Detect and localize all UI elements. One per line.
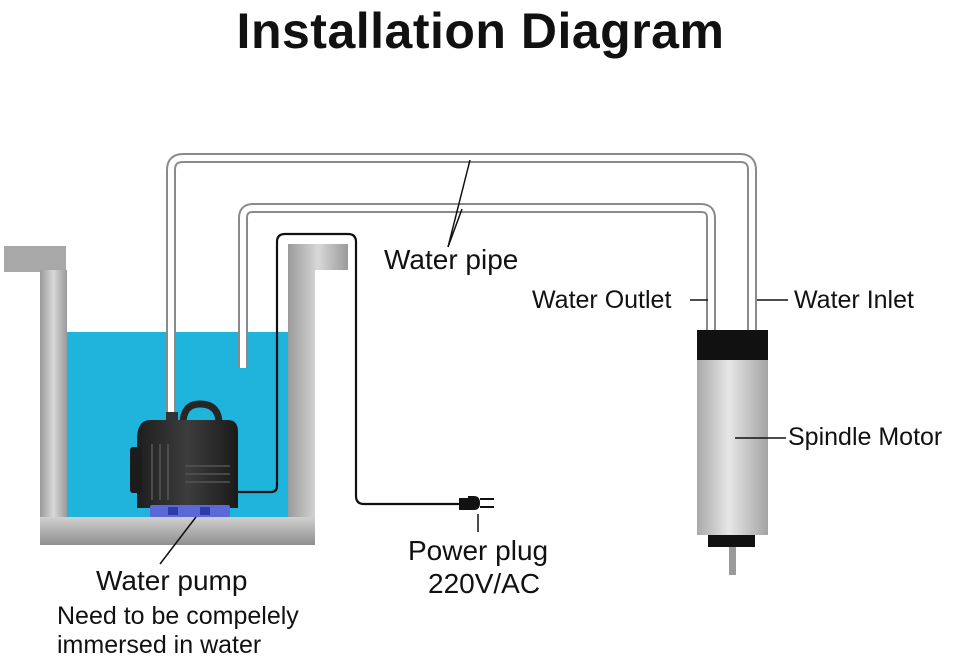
spindle-motor-icon (697, 330, 768, 575)
page-title: Installation Diagram (236, 3, 725, 59)
water-pipe-outer (166, 153, 757, 420)
leader-water-pump (159, 516, 197, 565)
label-water-pipe: Water pipe (384, 244, 519, 275)
water-pump-icon (130, 400, 238, 517)
tank-right-wall (288, 244, 348, 545)
leader-water-pipe-inner (447, 208, 463, 248)
power-cable (225, 232, 460, 506)
label-water-pump: Water pump (96, 565, 248, 596)
label-water-outlet: Water Outlet (532, 286, 672, 314)
water-pipe-inner (238, 203, 716, 368)
label-power-plug: Power plug (408, 535, 549, 566)
label-water-inlet: Water Inlet (794, 286, 914, 314)
leader-lines (159, 159, 788, 565)
leader-water-pipe-outer (447, 159, 471, 248)
label-spindle-motor: Spindle Motor (788, 423, 943, 451)
label-pump-note-line2: immersed in water (57, 631, 262, 659)
tank-left-wall (40, 270, 67, 545)
label-pump-note-line1: Need to be compelely (57, 602, 299, 630)
power-plug-icon (459, 496, 494, 532)
label-power-voltage: 220V/AC (428, 568, 541, 599)
